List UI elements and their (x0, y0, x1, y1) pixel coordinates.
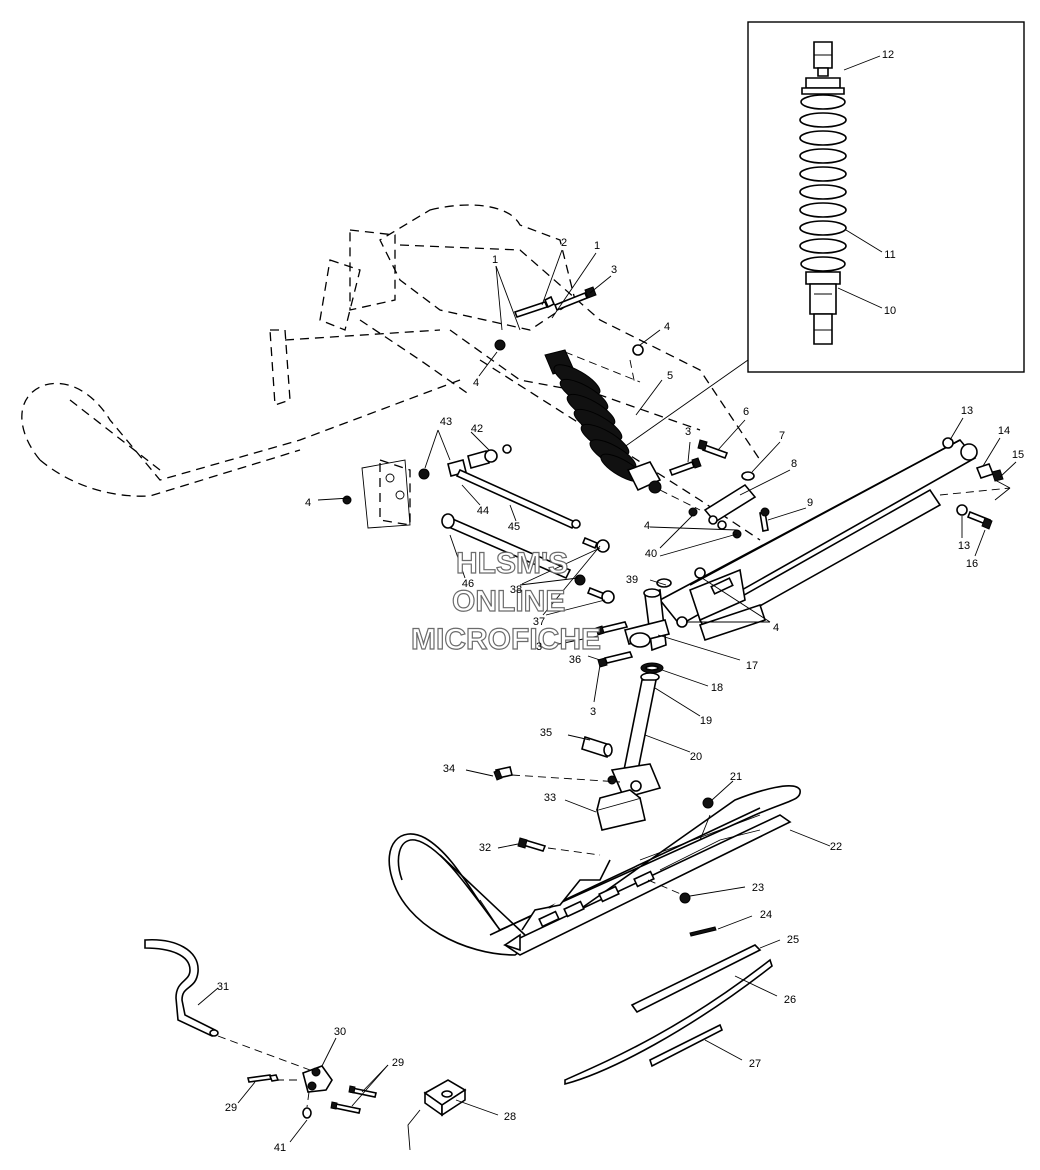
callout-c42: 42 (471, 423, 483, 435)
upper-hardware (478, 249, 661, 386)
callout-c3d: 3 (590, 706, 596, 718)
callout-c45: 45 (508, 521, 520, 533)
callout-c38: 38 (510, 584, 522, 596)
ski-handle (144, 939, 311, 1071)
watermark-line-1: HLSM'S (456, 547, 568, 580)
callout-c3a: 3 (611, 264, 617, 276)
callout-c10: 10 (884, 305, 896, 317)
callout-c7: 7 (779, 430, 785, 442)
callout-c4d: 4 (644, 520, 650, 532)
callout-c39: 39 (626, 574, 638, 586)
callout-c4b: 4 (473, 377, 479, 389)
callout-c41: 41 (274, 1142, 286, 1154)
callout-c4e: 4 (773, 622, 779, 634)
callout-c6: 6 (743, 406, 749, 418)
callout-c40: 40 (645, 548, 657, 560)
callout-c26: 26 (784, 994, 796, 1006)
callout-c27: 27 (749, 1058, 761, 1070)
callout-c1a: 1 (594, 240, 600, 252)
callout-c1b: 1 (492, 254, 498, 266)
callout-c8: 8 (791, 458, 797, 470)
bumper-block (407, 1079, 499, 1151)
callout-c23: 23 (752, 882, 764, 894)
callout-c9: 9 (807, 497, 813, 509)
callout-c46: 46 (462, 578, 474, 590)
chassis-ghost (21, 204, 761, 541)
callout-c34: 34 (443, 763, 455, 775)
callout-c29b: 29 (225, 1102, 237, 1114)
callout-c35: 35 (540, 727, 552, 739)
callout-c13b: 13 (958, 540, 970, 552)
ski (388, 780, 831, 1086)
callout-c14: 14 (998, 425, 1010, 437)
callout-c21: 21 (730, 771, 742, 783)
callout-c18: 18 (711, 682, 723, 694)
callout-c5: 5 (667, 370, 673, 382)
front-shock (544, 349, 701, 511)
watermark-line-3: MICROFICHE (411, 623, 601, 656)
callout-c44: 44 (477, 505, 489, 517)
callout-c3b: 3 (685, 426, 691, 438)
callout-c29a: 29 (392, 1057, 404, 1069)
callout-c24: 24 (760, 909, 772, 921)
watermark: HLSM'S ONLINE MICROFICHE (410, 546, 601, 656)
callout-c33: 33 (544, 792, 556, 804)
callout-c43: 43 (440, 416, 452, 428)
bracket-hardware (237, 1037, 389, 1143)
a-arm (658, 438, 978, 642)
callout-c36: 36 (569, 654, 581, 666)
callout-c32: 32 (479, 842, 491, 854)
shock-detail-inset (619, 21, 1025, 451)
spindle-assembly (465, 578, 741, 799)
callout-c15: 15 (1012, 449, 1024, 461)
callout-c3c: 3 (536, 641, 542, 653)
callout-c16: 16 (966, 558, 978, 570)
callout-c13a: 13 (961, 405, 973, 417)
callout-c11: 11 (884, 249, 895, 261)
pivot-bushings (317, 429, 615, 616)
callout-c2: 2 (561, 237, 567, 249)
callout-c4a: 4 (664, 321, 670, 333)
right-hardware (649, 417, 1017, 623)
callout-c12: 12 (882, 49, 894, 61)
callout-c31: 31 (217, 981, 229, 993)
callout-c25: 25 (787, 934, 799, 946)
callout-c19: 19 (700, 715, 712, 727)
callout-c30: 30 (334, 1026, 346, 1038)
callout-c4c: 4 (305, 497, 311, 509)
watermark-line-2: ONLINE (452, 585, 565, 618)
callout-c22: 22 (830, 841, 842, 853)
callout-c17: 17 (746, 660, 758, 672)
callout-c20: 20 (690, 751, 702, 763)
callout-c28: 28 (504, 1111, 516, 1123)
callout-c37: 37 (533, 616, 545, 628)
